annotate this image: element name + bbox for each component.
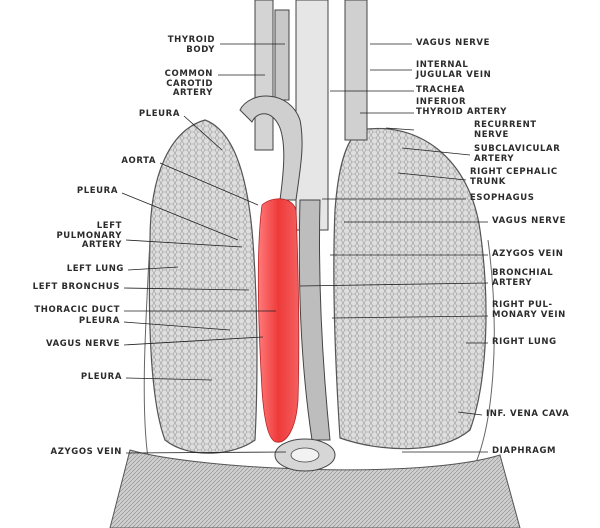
label-left-bronchus: LEFT BRONCHUS — [32, 282, 120, 292]
label-left-lung: LEFT LUNG — [66, 264, 124, 274]
azygos-vein-lumen — [290, 447, 320, 463]
label-bronchial-artery: BRONCHIAL ARTERY — [492, 268, 554, 288]
label-right-pulmonary-vein: RIGHT PUL- MONARY VEIN — [492, 300, 566, 320]
left-lung-shape — [148, 119, 258, 454]
label-thyroid-body: THYROID BODY — [167, 35, 215, 55]
label-pleura: PLEURA — [76, 186, 118, 196]
label-recurrent-nerve: RECURRENT NERVE — [474, 120, 537, 140]
label-esophagus: ESOPHAGUS — [470, 193, 535, 203]
label-pleura: PLEURA — [80, 372, 122, 382]
leader-lines-right — [299, 43, 489, 453]
label-vagus-nerve: VAGUS NERVE — [492, 216, 566, 226]
label-diaphragm: DIAPHRAGM — [492, 446, 557, 456]
esophagus-highlight — [257, 198, 300, 443]
right-lung-shape — [333, 128, 487, 450]
label-left-pulmonary-artery: LEFT PULMONARY ARTERY — [56, 221, 122, 250]
label-thoracic-duct: THORACIC DUCT — [34, 305, 120, 315]
label-common-carotid-artery: COMMON CAROTID ARTERY — [164, 69, 213, 98]
label-internal-jugular-vein: INTERNAL JUGULAR VEIN — [416, 60, 492, 80]
label-azygos-vein: AZYGOS VEIN — [492, 249, 564, 259]
label-pleura: PLEURA — [138, 109, 180, 119]
leader-lines-left — [121, 43, 287, 454]
label-subclavicular-artery: SUBCLAVICULAR ARTERY — [474, 144, 561, 164]
label-azygos-vein: AZYGOS VEIN — [50, 447, 122, 457]
label-right-cephalic-trunk: RIGHT CEPHALIC TRUNK — [470, 167, 558, 187]
label-inferior-thyroid-artery: INFERIOR THYROID ARTERY — [416, 97, 507, 117]
label-pleura: PLEURA — [78, 316, 120, 326]
label-inf-vena-cava: INF. VENA CAVA — [486, 409, 570, 419]
aortic-arch-shape — [239, 95, 303, 201]
diaphragm-shape — [109, 449, 521, 528]
thyroid-left-shape — [274, 9, 290, 101]
trachea-shape — [295, 0, 329, 231]
label-trachea: TRACHEA — [416, 85, 465, 95]
jugular-right-shape — [344, 0, 368, 141]
vertebral-column-shape — [298, 199, 331, 441]
label-vagus-nerve: VAGUS NERVE — [416, 38, 490, 48]
label-aorta: AORTA — [121, 156, 156, 166]
label-vagus-nerve: VAGUS NERVE — [46, 339, 120, 349]
label-right-lung: RIGHT LUNG — [492, 337, 557, 347]
